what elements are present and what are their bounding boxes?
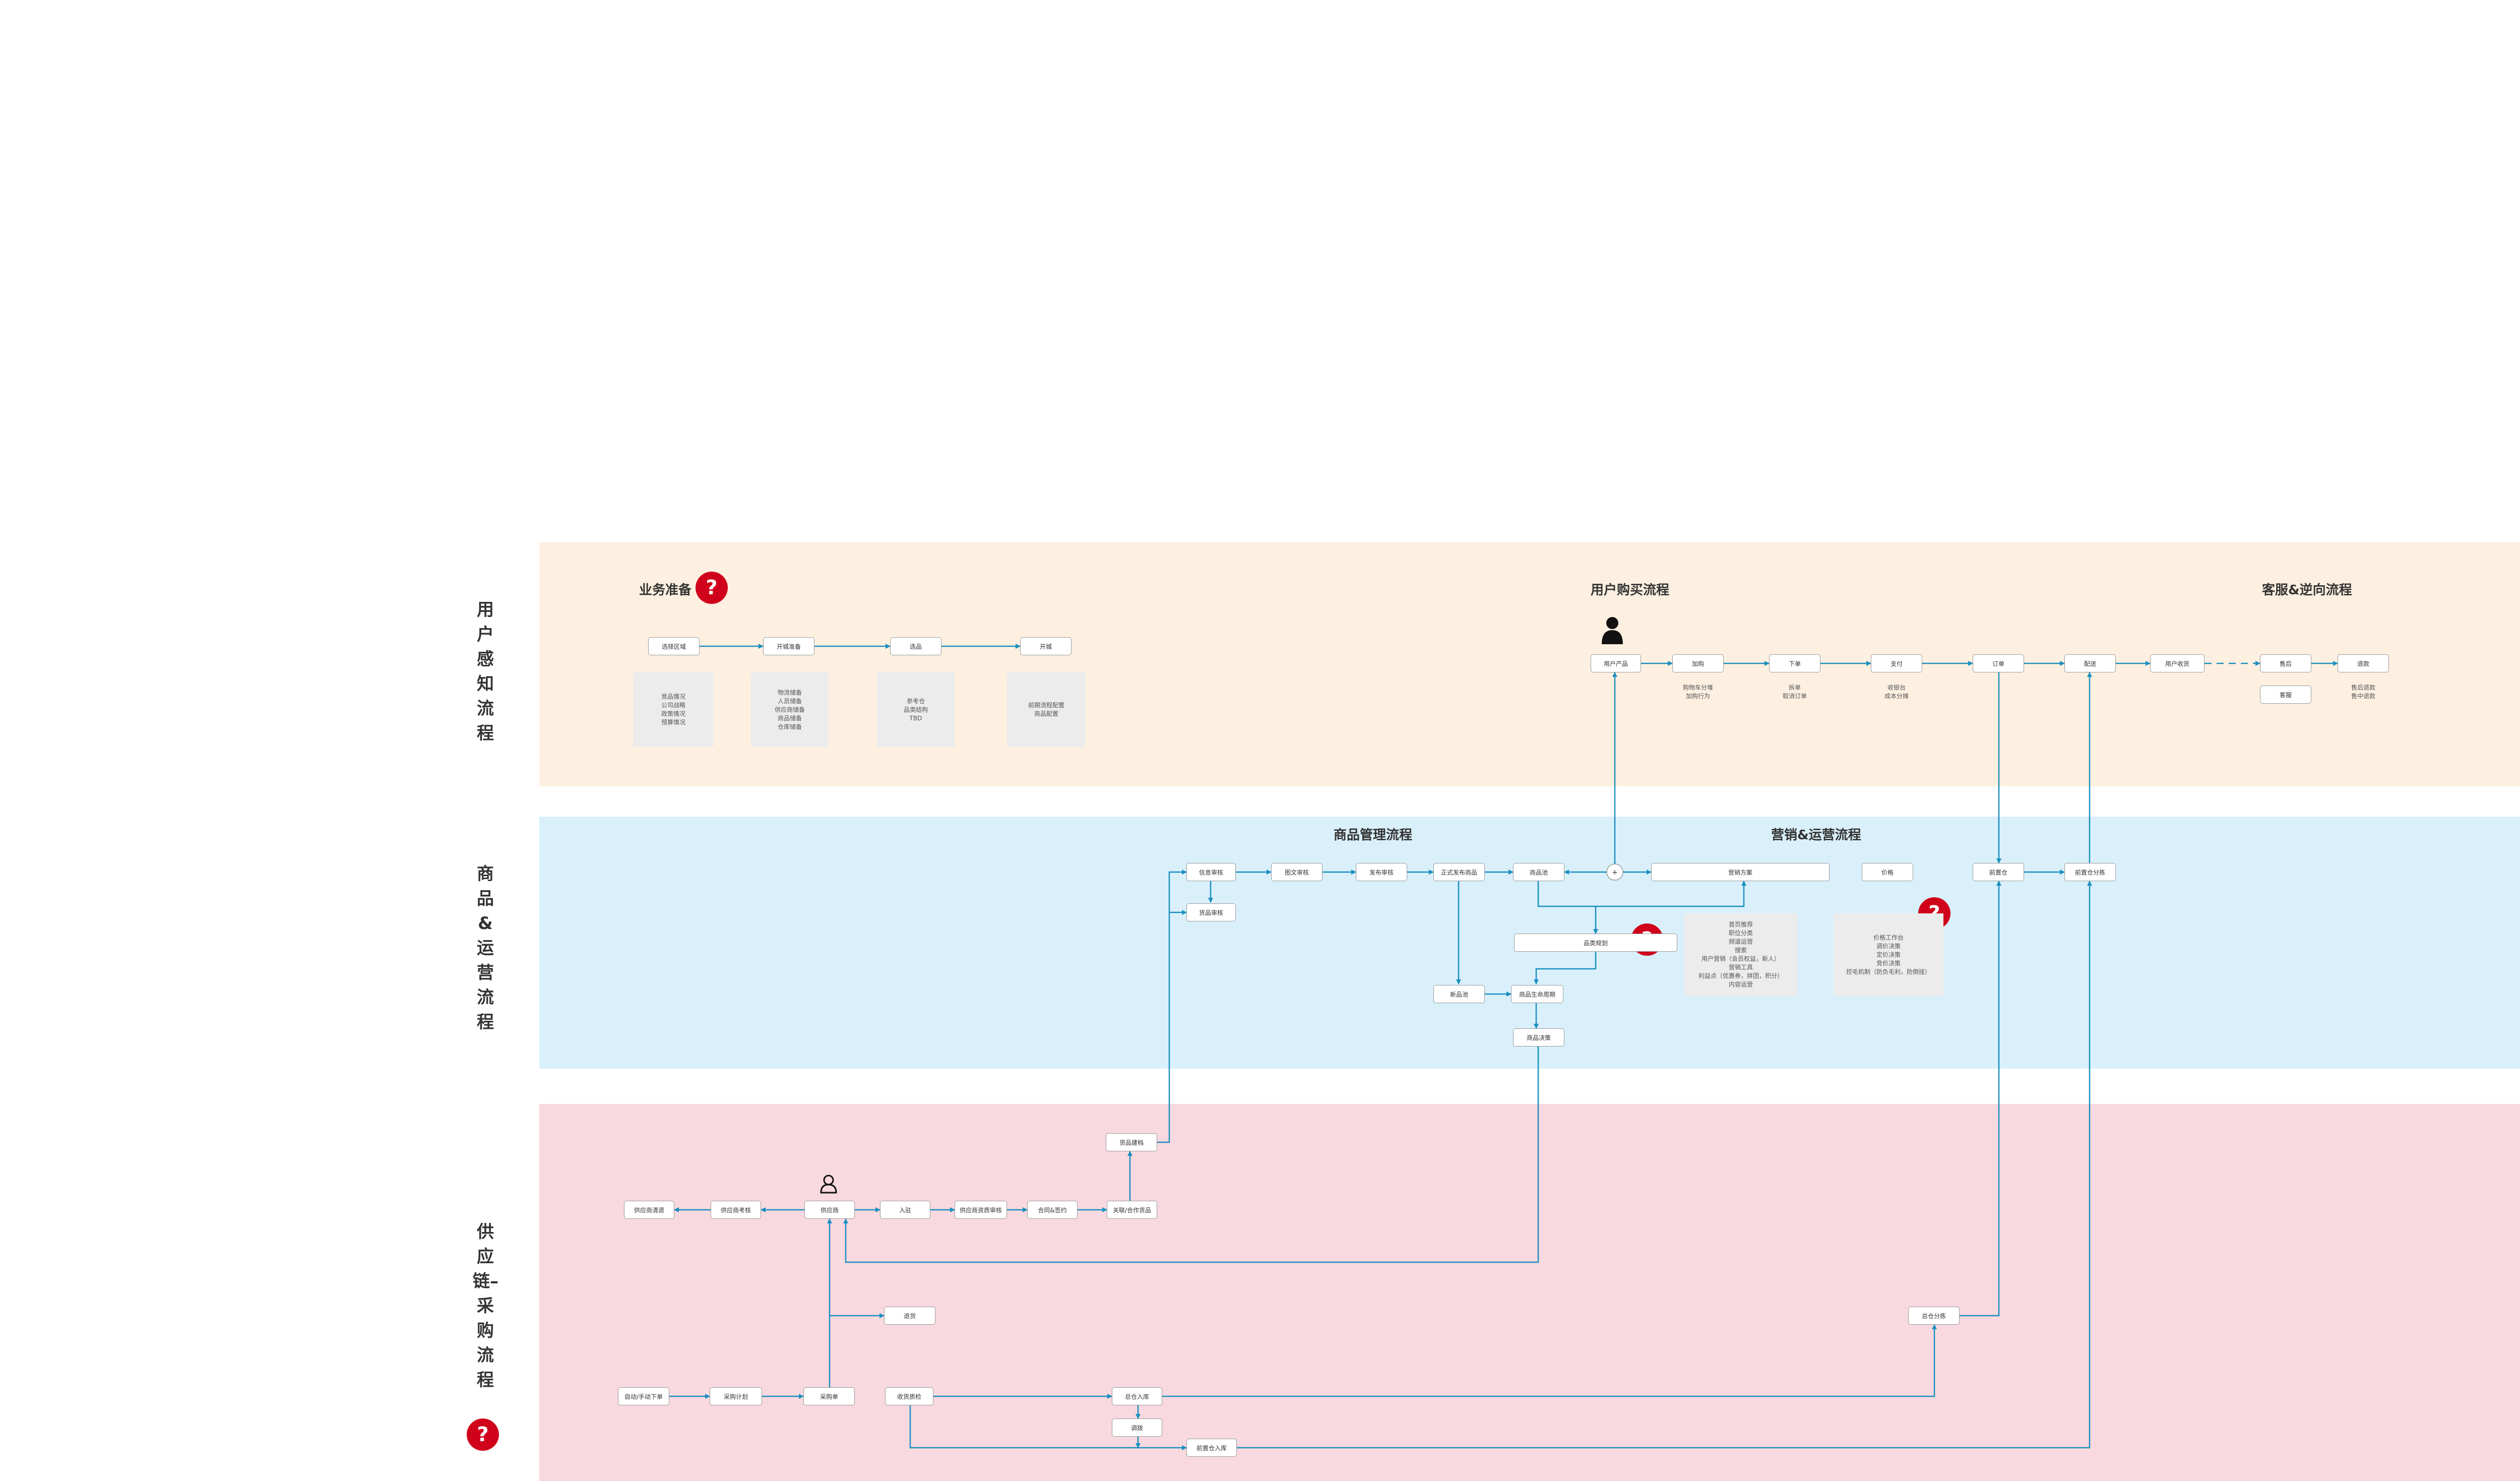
node-refund: 退款 (2338, 654, 2389, 672)
section-title-prep: 业务准备 (639, 583, 692, 598)
user-icon (1602, 617, 1623, 644)
node-supplier-exit: 供应商清退 (624, 1201, 674, 1219)
node-front-sort: 前置仓分拣 (2064, 863, 2116, 881)
section-title-purchase: 用户购买流程 (1591, 583, 1670, 598)
annot-pay: 收银台成本分摊 (1884, 684, 1909, 700)
node-open-prep: 开城准备 (763, 637, 814, 655)
question-icon: ? (467, 1418, 499, 1451)
node-add-cart: 加购 (1672, 654, 1724, 672)
node-user-goods: 用户产品 (1591, 654, 1641, 672)
node-purchase-order: 采购单 (803, 1387, 855, 1405)
lane-supply (539, 1104, 2520, 1481)
node-goods-pool: 商品池 (1513, 863, 1564, 881)
node-place-order: 下单 (1769, 654, 1820, 672)
plus-sign: + (1612, 869, 1618, 877)
section-title-goods-mgmt: 商品管理流程 (1334, 828, 1413, 843)
note-prep-2: 物流储备人员储备供应商储备商品储备仓库储备 (751, 672, 829, 747)
node-deliver: 配送 (2064, 654, 2116, 672)
node-qualification: 供应商资质审核 (955, 1201, 1007, 1219)
node-new-goods: 新品池 (1433, 985, 1485, 1003)
node-select-goods: 选品 (890, 637, 941, 655)
node-formal-publish: 正式发布商品 (1433, 863, 1485, 881)
node-auto-order: 自动/手动下单 (618, 1387, 669, 1405)
lane-label-goods: 商品&运营流程 (477, 864, 494, 1032)
node-sales-plan: 营销方案 (1651, 863, 1830, 881)
node-central-sort: 总仓分拣 (1908, 1307, 1960, 1325)
node-goods-review: 货品审核 (1186, 903, 1236, 921)
node-category-plan: 品类规划 (1514, 934, 1677, 952)
node-entry: 入驻 (880, 1201, 930, 1219)
node-lifecycle: 商品生命周期 (1511, 985, 1563, 1003)
lane-label-user: 用户感知流程 (477, 600, 494, 744)
node-create-goods: 关联/合作货品 (1107, 1201, 1157, 1219)
lane-label-supply: 供应链–采购流程 (473, 1222, 498, 1390)
node-return-goods: 退货 (884, 1307, 935, 1325)
question-icon: ? (696, 572, 728, 604)
node-info-review: 信息审核 (1186, 863, 1236, 881)
node-image-review: 图文审核 (1271, 863, 1322, 881)
node-goods-decision: 商品决策 (1513, 1028, 1564, 1046)
note-prep-4: 前期流程配置商品配置 (1007, 672, 1086, 747)
node-pay: 支付 (1871, 654, 1922, 672)
node-front-in: 前置仓入库 (1186, 1439, 1237, 1457)
annot-place-order: 拆单取消订单 (1782, 684, 1807, 700)
note-marketing: 首页推荐职位分类频道运营搜索用户营销（会员权益，新人）营销工具利益点（优惠券，拼… (1684, 913, 1797, 996)
node-receive-check: 收货质检 (885, 1387, 933, 1405)
node-publish-review: 发布审核 (1356, 863, 1407, 881)
node-supplier-eval: 供应商考核 (711, 1201, 761, 1219)
note-prep-1: 竞品情况公司战略政策情况预算情况 (633, 672, 714, 747)
node-after-sale: 售后 (2260, 654, 2311, 672)
node-user-receive: 用户收货 (2150, 654, 2204, 672)
node-select-area: 选择区域 (648, 637, 700, 655)
note-price: 价格工作台调价决策定价决策竞价决策控毛机制（防负毛利，防倒挂） (1834, 913, 1943, 996)
node-front-warehouse: 前置仓 (1973, 863, 2024, 881)
node-purchase-plan: 采购计划 (710, 1387, 762, 1405)
annot-add-cart: 购物车分堆加购行为 (1682, 684, 1713, 700)
node-supplier: 供应商 (804, 1201, 855, 1219)
section-title-service: 客服&逆向流程 (2262, 583, 2352, 598)
node-order: 订单 (1973, 654, 2024, 672)
node-allocate: 调拨 (1112, 1418, 1162, 1437)
node-price: 价格 (1862, 863, 1913, 881)
section-title-marketing: 营销&运营流程 (1771, 828, 1861, 843)
node-open-city: 开城 (1020, 637, 1072, 655)
annot-refund: 售后退款售中退款 (2351, 684, 2375, 700)
node-contract: 合同&签约 (1027, 1201, 1078, 1219)
node-warehouse-in: 总仓入库 (1112, 1387, 1162, 1405)
node-goods-create: 货品建档 (1106, 1133, 1157, 1151)
supplier-icon (820, 1175, 837, 1194)
node-customer-service: 客服 (2260, 686, 2311, 704)
